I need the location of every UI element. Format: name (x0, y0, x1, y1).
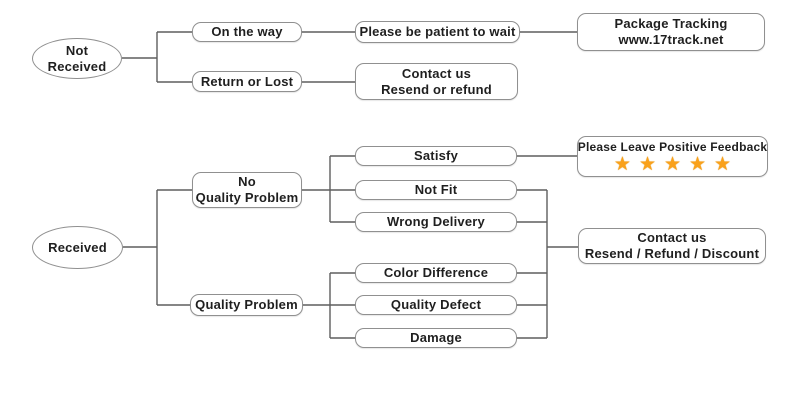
node-label: No (238, 174, 256, 189)
node-positive-feedback: Please Leave Positive Feedback ★★★★★ (577, 136, 768, 177)
tracking-url: www.17track.net (618, 32, 724, 47)
star-rating-icon: ★★★★★ (613, 152, 740, 175)
node-label: Quality Problem (195, 297, 298, 312)
node-label: Damage (410, 330, 462, 345)
node-label: Not (65, 42, 89, 58)
node-label: Resend or refund (381, 81, 492, 97)
node-package-tracking: Package Tracking www.17track.net (577, 13, 765, 51)
node-label: Contact us (401, 65, 472, 81)
node-quality-problem: Quality Problem (190, 294, 303, 316)
node-color-difference: Color Difference (355, 263, 517, 283)
node-label: Quality Problem (195, 190, 299, 205)
node-label: Received (48, 239, 107, 255)
node-contact-resend-refund-discount: Contact us Resend / Refund / Discount (578, 228, 766, 264)
node-label: On the way (211, 24, 283, 39)
node-wrong-delivery: Wrong Delivery (355, 212, 517, 232)
node-label: Please be patient to wait (359, 24, 516, 39)
node-not-received: Not Received (32, 38, 122, 79)
node-contact-resend-refund: Contact us Resend or refund (355, 63, 518, 100)
node-label: Contact us (637, 230, 707, 245)
node-return-or-lost: Return or Lost (192, 71, 302, 92)
node-received: Received (32, 226, 123, 269)
node-satisfy: Satisfy (355, 146, 517, 166)
node-label: Satisfy (413, 148, 459, 163)
node-damage: Damage (355, 328, 517, 348)
node-label: Package Tracking (614, 16, 728, 31)
node-label: Color Difference (383, 265, 489, 280)
node-quality-defect: Quality Defect (355, 295, 517, 315)
node-please-be-patient: Please be patient to wait (355, 21, 520, 43)
node-no-quality-problem: No Quality Problem (192, 172, 302, 208)
node-not-fit: Not Fit (355, 180, 517, 200)
node-label: Please Leave Positive Feedback (577, 139, 768, 154)
node-label: Wrong Delivery (387, 214, 485, 229)
node-label: Resend / Refund / Discount (584, 246, 760, 261)
node-label: Received (47, 58, 107, 74)
node-label: Not Fit (414, 182, 458, 197)
node-label: Quality Defect (390, 297, 482, 312)
node-on-the-way: On the way (192, 22, 302, 42)
node-label: Return or Lost (200, 73, 294, 89)
